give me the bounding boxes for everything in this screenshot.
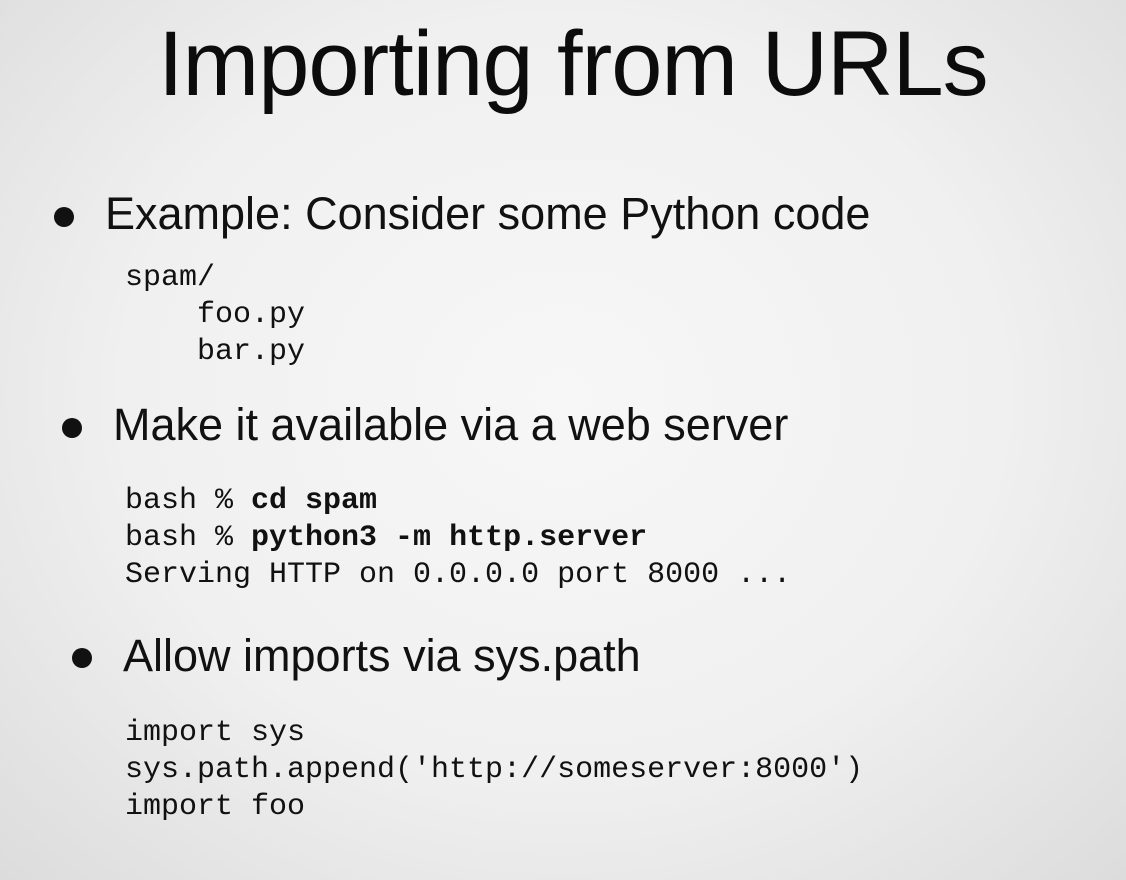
code-line: bar.py (125, 334, 305, 371)
code-command: python3 -m http.server (251, 521, 648, 555)
code-line: spam/ (125, 260, 305, 297)
bullet-icon (62, 418, 82, 438)
code-prompt: bash % (125, 521, 252, 555)
code-line: bash % python3 -m http.server (125, 520, 791, 557)
bullet-text: Example: Consider some Python code (105, 188, 871, 239)
bullet-icon (54, 207, 74, 227)
code-line: foo.py (125, 297, 305, 334)
code-block: spam/ foo.py bar.py (125, 260, 305, 371)
code-prompt: bash % (125, 484, 252, 518)
code-line: bash % cd spam (125, 483, 791, 520)
code-text: import sys (125, 716, 306, 750)
code-text: spam/ (125, 261, 216, 295)
bullet-text: Allow imports via sys.path (123, 630, 641, 681)
code-line: import foo (125, 789, 863, 826)
code-text: import foo (125, 790, 306, 824)
code-text: sys.path.append('http://someserver:8000'… (125, 753, 864, 787)
code-text: foo.py (125, 298, 306, 332)
bullet-text: Make it available via a web server (113, 399, 789, 450)
code-line: import sys (125, 715, 863, 752)
code-line: Serving HTTP on 0.0.0.0 port 8000 ... (125, 557, 791, 594)
slide-title: Importing from URLs (158, 13, 989, 115)
code-output: Serving HTTP on 0.0.0.0 port 8000 ... (125, 558, 792, 592)
code-line: sys.path.append('http://someserver:8000'… (125, 752, 863, 789)
code-command: cd spam (251, 484, 378, 518)
bullet-icon (72, 648, 92, 668)
code-text: bar.py (125, 335, 306, 369)
